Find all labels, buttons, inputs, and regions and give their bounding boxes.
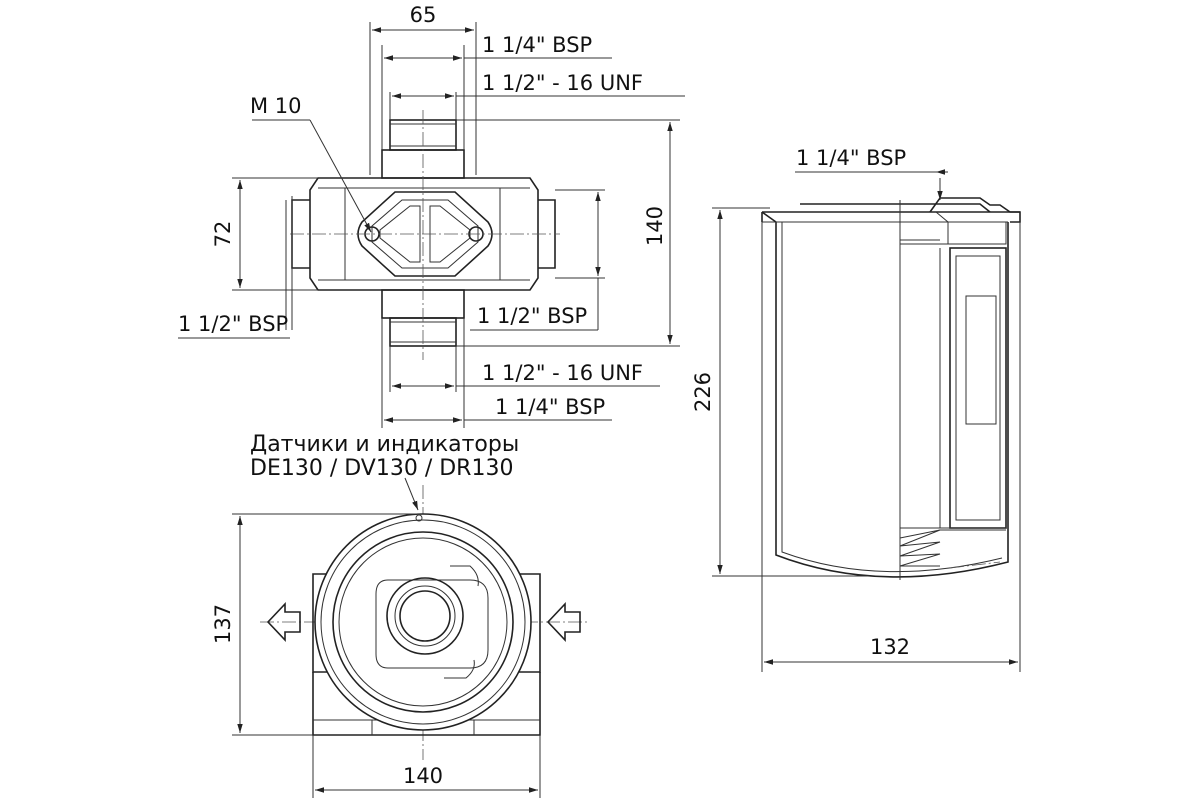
right-view: 1 1/4" BSP 226 132 xyxy=(691,146,1021,672)
bsp-left-label: 1 1/2" BSP xyxy=(178,312,288,336)
dim-226-label: 226 xyxy=(691,372,715,412)
m10-label: M 10 xyxy=(250,94,302,118)
unf-top-label: 1 1/2" - 16 UNF xyxy=(482,71,643,95)
dim-137-label: 137 xyxy=(211,604,235,644)
leader-bsp-right: 1 1/2" BSP xyxy=(470,278,599,331)
sensors-note: Датчики и индикаторы DE130 / DV130 / DR1… xyxy=(250,432,519,511)
bsp-right-label: 1 1/2" BSP xyxy=(477,304,587,328)
bsp-bottom-label: 1 1/4" BSP xyxy=(495,395,605,419)
dim-140-label: 140 xyxy=(643,206,667,246)
dim-132-label: 132 xyxy=(870,635,910,659)
dim-137: 137 xyxy=(211,513,420,736)
dim-65-label: 65 xyxy=(410,3,437,27)
dim-140-bottom-label: 140 xyxy=(403,764,443,788)
dim-140: 140 xyxy=(456,119,680,347)
bsp-top-label: 1 1/4" BSP xyxy=(482,33,592,57)
leader-bsp-left: 1 1/2" BSP xyxy=(178,312,290,339)
sensors-note-line1: Датчики и индикаторы xyxy=(250,432,519,457)
dim-72-label: 72 xyxy=(211,221,235,248)
dim-72: 72 xyxy=(211,177,318,291)
sensors-note-line2: DE130 / DV130 / DR130 xyxy=(250,456,513,481)
dim-226: 226 xyxy=(691,207,870,577)
bottom-view: 137 140 xyxy=(211,485,590,798)
dim-65: 65 xyxy=(369,3,477,175)
dim-140-bottom: 140 xyxy=(312,735,541,798)
leader-bsp-bottom: 1 1/4" BSP xyxy=(381,318,612,428)
leader-unf-bottom: 1 1/2" - 16 UNF xyxy=(389,346,660,392)
leader-unf-top: 1 1/2" - 16 UNF xyxy=(389,71,685,120)
dim-132: 132 xyxy=(761,222,1021,672)
unf-bottom-label: 1 1/2" - 16 UNF xyxy=(482,361,643,385)
leader-bsp-top: 1 1/4" BSP xyxy=(381,33,612,150)
top-view: 65 1 1/4" BSP 1 1/2" - 16 UNF M 10 xyxy=(178,3,685,428)
bsp-right-view-label: 1 1/4" BSP xyxy=(796,146,906,170)
leader-bsp-right-view: 1 1/4" BSP xyxy=(795,146,948,175)
leader-m10: M 10 xyxy=(250,94,372,233)
